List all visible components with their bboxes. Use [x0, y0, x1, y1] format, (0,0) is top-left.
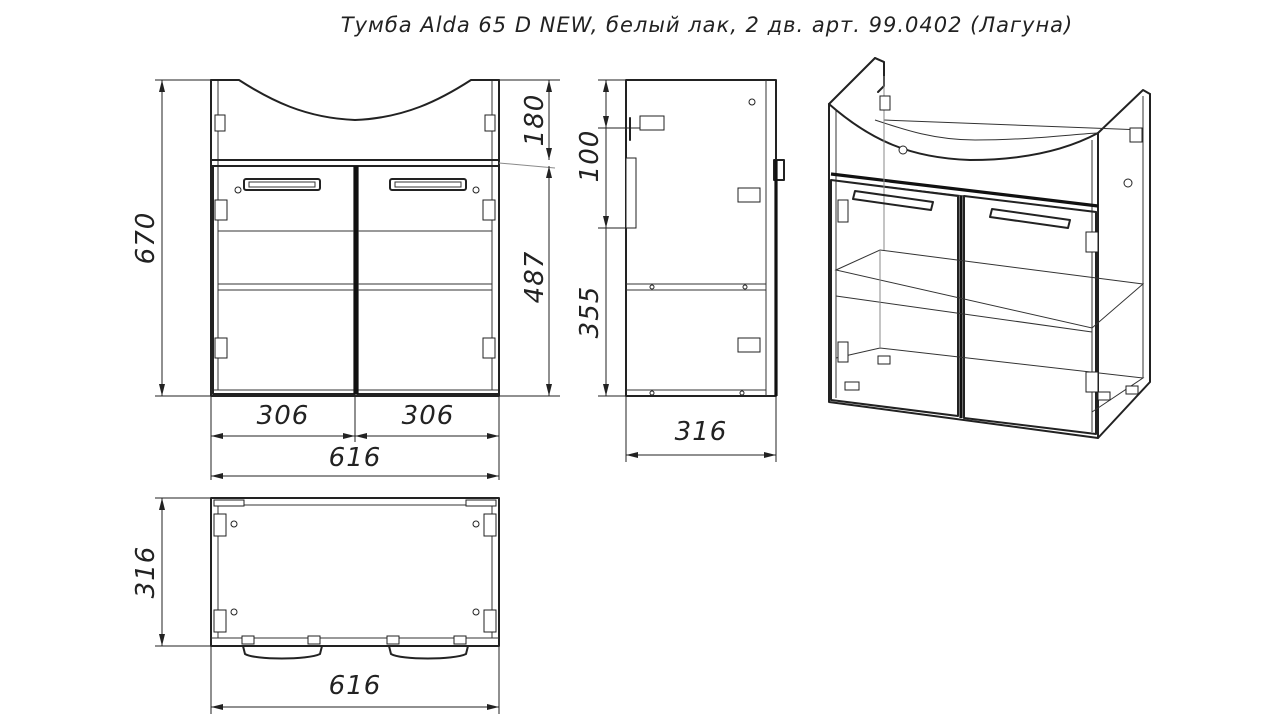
side-hinge-icon [649, 98, 761, 396]
drawing-title: Тумба Alda 65 D NEW, белый лак, 2 дв. ар… [341, 13, 1074, 37]
side-view [625, 79, 785, 397]
dim-100-label: 100 [575, 130, 605, 183]
dim-316-side-label: 316 [675, 417, 728, 447]
dimension-100: 100 [575, 79, 640, 229]
plan-view [210, 497, 500, 660]
dim-316-plan-label: 316 [131, 546, 161, 599]
isometric-view [828, 57, 1151, 439]
dimension-616-plan: 616 [210, 646, 500, 714]
dimension-306-right: 306 [355, 396, 500, 480]
iso-hinge-icon [837, 95, 1143, 401]
handle-left-icon [243, 178, 321, 191]
dim-306-right-label: 306 [402, 401, 455, 431]
plan-fitting-icon [213, 499, 497, 645]
dim-616-front-label: 616 [329, 443, 382, 473]
hinge-icon [214, 114, 496, 359]
dim-180-label: 180 [520, 94, 550, 147]
front-view [210, 79, 556, 397]
dimension-487: 487 [499, 166, 560, 397]
dimension-306-left: 306 [210, 396, 356, 480]
handle-right-icon [389, 178, 467, 191]
dimension-670: 670 [131, 79, 210, 397]
dim-670-label: 670 [131, 212, 161, 265]
dimension-616-front: 616 [211, 443, 499, 479]
iso-handle-icon [852, 190, 1071, 229]
dimension-316-plan: 316 [131, 497, 211, 647]
dim-616-plan-label: 616 [329, 671, 382, 701]
dimension-355: 355 [575, 228, 626, 397]
dim-487-label: 487 [520, 251, 550, 304]
dim-355-label: 355 [575, 286, 605, 339]
dimension-316-side: 316 [625, 396, 777, 462]
dimension-180: 180 [499, 79, 560, 160]
dim-306-left-label: 306 [257, 401, 310, 431]
